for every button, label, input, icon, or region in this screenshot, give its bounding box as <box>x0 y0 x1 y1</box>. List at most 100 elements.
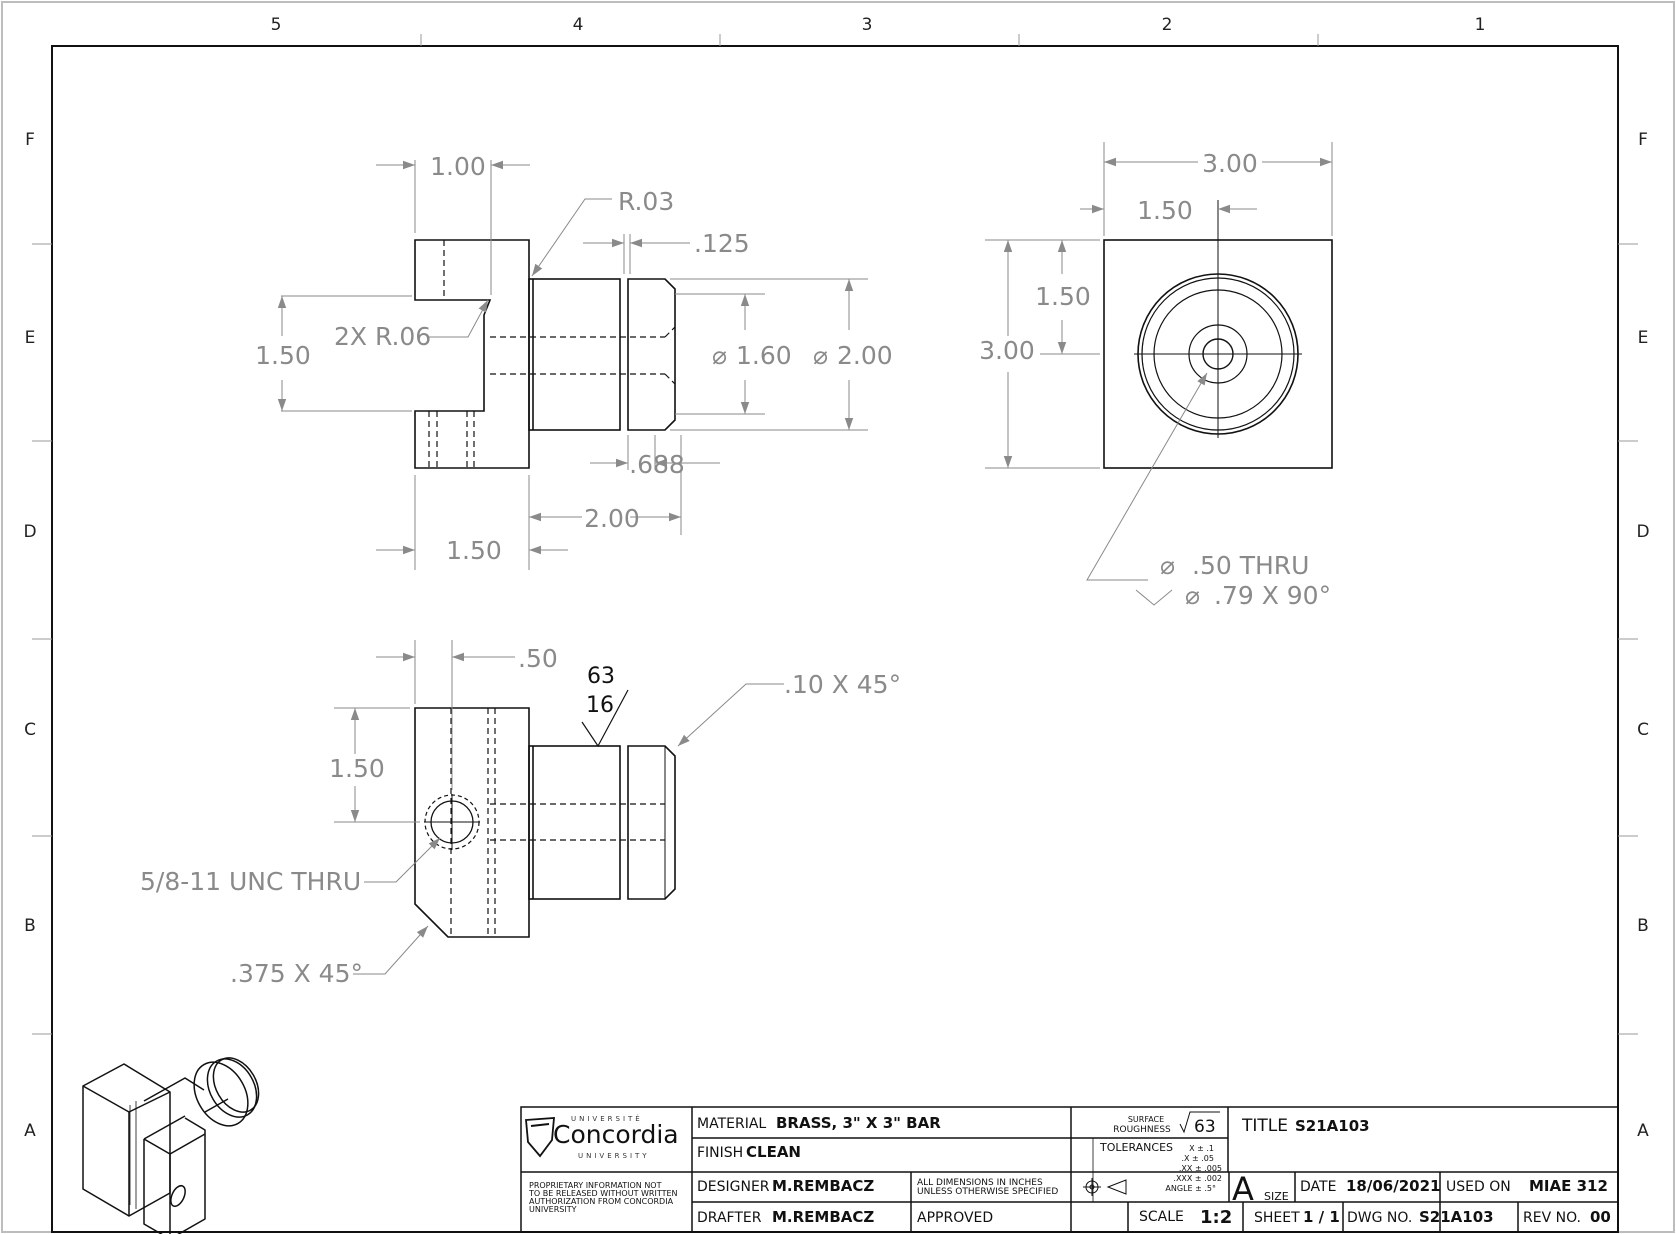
used-on-value: MIAE 312 <box>1529 1177 1608 1195</box>
dim-bottom-height: 1.50 <box>329 754 385 783</box>
size-label: SIZE <box>1264 1190 1289 1203</box>
dim-front-block-length: 1.50 <box>446 536 502 565</box>
title-label: TITLE <box>1241 1116 1288 1136</box>
finish-value: CLEAN <box>746 1143 801 1161</box>
dim-front-neck: .688 <box>629 450 685 479</box>
zone-row-d-right: D <box>1636 522 1649 542</box>
dim-front-dia-small: 1.60 <box>736 341 792 370</box>
zone-row-d-left: D <box>23 522 36 542</box>
dia-symbol-small: ⌀ <box>712 341 727 370</box>
front-view-dimension-lines <box>277 160 854 555</box>
front-view-hidden-lines <box>428 240 676 468</box>
logo-wordmark: Concordia <box>553 1120 679 1149</box>
front-view-outline <box>414 239 676 469</box>
logo-top-text: UNIVERSITÉ <box>571 1114 643 1123</box>
zone-row-e-right: E <box>1638 328 1649 348</box>
proprietary-line-4: UNIVERSITY <box>529 1205 577 1214</box>
roughness-top-value: 63 <box>587 664 615 689</box>
zone-col-2: 2 <box>1162 15 1173 35</box>
dim-side-width: 3.00 <box>1202 149 1258 178</box>
dim-front-shaft-length: 2.00 <box>584 504 640 533</box>
dim-front-top-width: 1.00 <box>430 152 486 181</box>
zone-col-4: 4 <box>573 15 584 35</box>
proprietary-line-2: TO BE RELEASED WITHOUT WRITTEN <box>528 1189 678 1198</box>
drawing-border <box>51 45 1619 1233</box>
logo-bottom-text: UNIVERSITY <box>578 1152 650 1160</box>
bottom-view-thread-hole <box>424 794 480 850</box>
bottom-view-dimension-lines <box>334 640 784 975</box>
zone-ticks <box>32 34 1638 1035</box>
proprietary-line-3: AUTHORIZATION FROM CONCORDIA <box>529 1197 674 1206</box>
hole-callout-thru: .50 THRU <box>1192 551 1309 580</box>
dim-front-groove: .125 <box>694 229 750 258</box>
projection-symbol-icon <box>1083 1178 1127 1196</box>
date-label: DATE <box>1300 1179 1336 1195</box>
surface-label-2: ROUGHNESS <box>1113 1125 1171 1135</box>
approved-label: APPROVED <box>917 1210 993 1226</box>
zone-row-b-right: B <box>1637 916 1649 936</box>
tolerance-2: .X ± .05 <box>1181 1154 1214 1163</box>
zone-row-labels: F E D C B A F E D C B A <box>23 130 1649 1141</box>
material-label: MATERIAL <box>697 1116 766 1132</box>
dwg-no-label: DWG NO. <box>1347 1210 1412 1226</box>
side-view-dimension-lines <box>985 142 1333 606</box>
sheet-value: 1 / 1 <box>1303 1208 1340 1226</box>
title-block-grid <box>520 1106 1619 1233</box>
zone-column-labels: 5 4 3 2 1 <box>271 15 1486 35</box>
title-value: S21A103 <box>1295 1117 1370 1135</box>
zone-row-b-left: B <box>24 916 36 936</box>
dim-front-slot-height: 1.50 <box>255 341 311 370</box>
bottom-view: .50 63 16 .10 X 45° 1.50 5/8-11 UNC THRU… <box>140 640 901 988</box>
surface-roughness-value: 63 <box>1194 1117 1216 1137</box>
tolerance-1: X ± .1 <box>1189 1144 1214 1153</box>
zone-row-a-right: A <box>1637 1121 1649 1141</box>
scale-label: SCALE <box>1139 1209 1184 1225</box>
date-value: 18/06/2021 <box>1346 1177 1440 1195</box>
scale-value: 1:2 <box>1200 1207 1232 1228</box>
finish-label: FINISH <box>697 1145 743 1161</box>
dims-note-line-1: ALL DIMENSIONS IN INCHES <box>917 1178 1043 1188</box>
zone-col-1: 1 <box>1475 15 1486 35</box>
zone-row-f-left: F <box>25 130 35 150</box>
dia-symbol-thru: ⌀ <box>1160 551 1175 580</box>
tolerance-5: ANGLE ± .5° <box>1165 1184 1216 1193</box>
designer-value: M.REMBACZ <box>772 1177 874 1195</box>
dia-symbol-csk: ⌀ <box>1185 581 1200 610</box>
material-value: BRASS, 3" X 3" BAR <box>776 1114 941 1132</box>
isometric-view <box>82 1057 260 1234</box>
rev-no-value: 00 <box>1590 1208 1611 1226</box>
zone-row-f-right: F <box>1638 130 1648 150</box>
front-view-extension-lines <box>281 160 868 570</box>
drafter-label: DRAFTER <box>697 1210 762 1226</box>
zone-row-e-left: E <box>25 328 36 348</box>
surface-label-1: SURFACE <box>1128 1115 1164 1124</box>
concordia-logo: UNIVERSITÉ Concordia UNIVERSITY <box>525 1114 679 1160</box>
thread-callout: 5/8-11 UNC THRU <box>140 867 361 896</box>
dim-bottom-offset: .50 <box>518 644 558 673</box>
dim-side-height: 3.00 <box>979 336 1035 365</box>
zone-row-a-left: A <box>24 1121 36 1141</box>
tolerances-label: TOLERANCES <box>1099 1141 1173 1154</box>
proprietary-line-1: PROPRIETARY INFORMATION NOT <box>529 1181 662 1190</box>
dim-bottom-corner-chamfer: .375 X 45° <box>230 959 363 988</box>
zone-row-c-left: C <box>24 720 36 740</box>
drafter-value: M.REMBACZ <box>772 1208 874 1226</box>
roughness-bottom-value: 16 <box>586 693 614 718</box>
roughness-check-icon <box>1179 1111 1220 1134</box>
hole-callout-countersink: .79 X 90° <box>1214 581 1331 610</box>
size-value: A <box>1232 1170 1254 1208</box>
zone-col-3: 3 <box>862 15 873 35</box>
sheet-label: SHEET <box>1254 1210 1300 1226</box>
dwg-no-value: S21A103 <box>1419 1208 1494 1226</box>
front-view: 1.00 R.03 .125 2X R.06 1.50 ⌀ 1.60 ⌀ 2.0… <box>255 152 893 570</box>
tolerance-3: .XX ± .005 <box>1179 1164 1222 1173</box>
title-block: UNIVERSITÉ Concordia UNIVERSITY PROPRIET… <box>520 1106 1619 1233</box>
surface-roughness-symbol <box>581 689 629 748</box>
dim-front-fillet: R.03 <box>618 187 674 216</box>
used-on-label: USED ON <box>1446 1179 1511 1195</box>
designer-label: DESIGNER <box>697 1179 770 1195</box>
side-view: 3.00 1.50 1.50 3.00 ⌀ .50 THRU ⌀ .79 X 9… <box>979 142 1333 610</box>
dims-note-line-2: UNLESS OTHERWISE SPECIFIED <box>917 1187 1058 1197</box>
